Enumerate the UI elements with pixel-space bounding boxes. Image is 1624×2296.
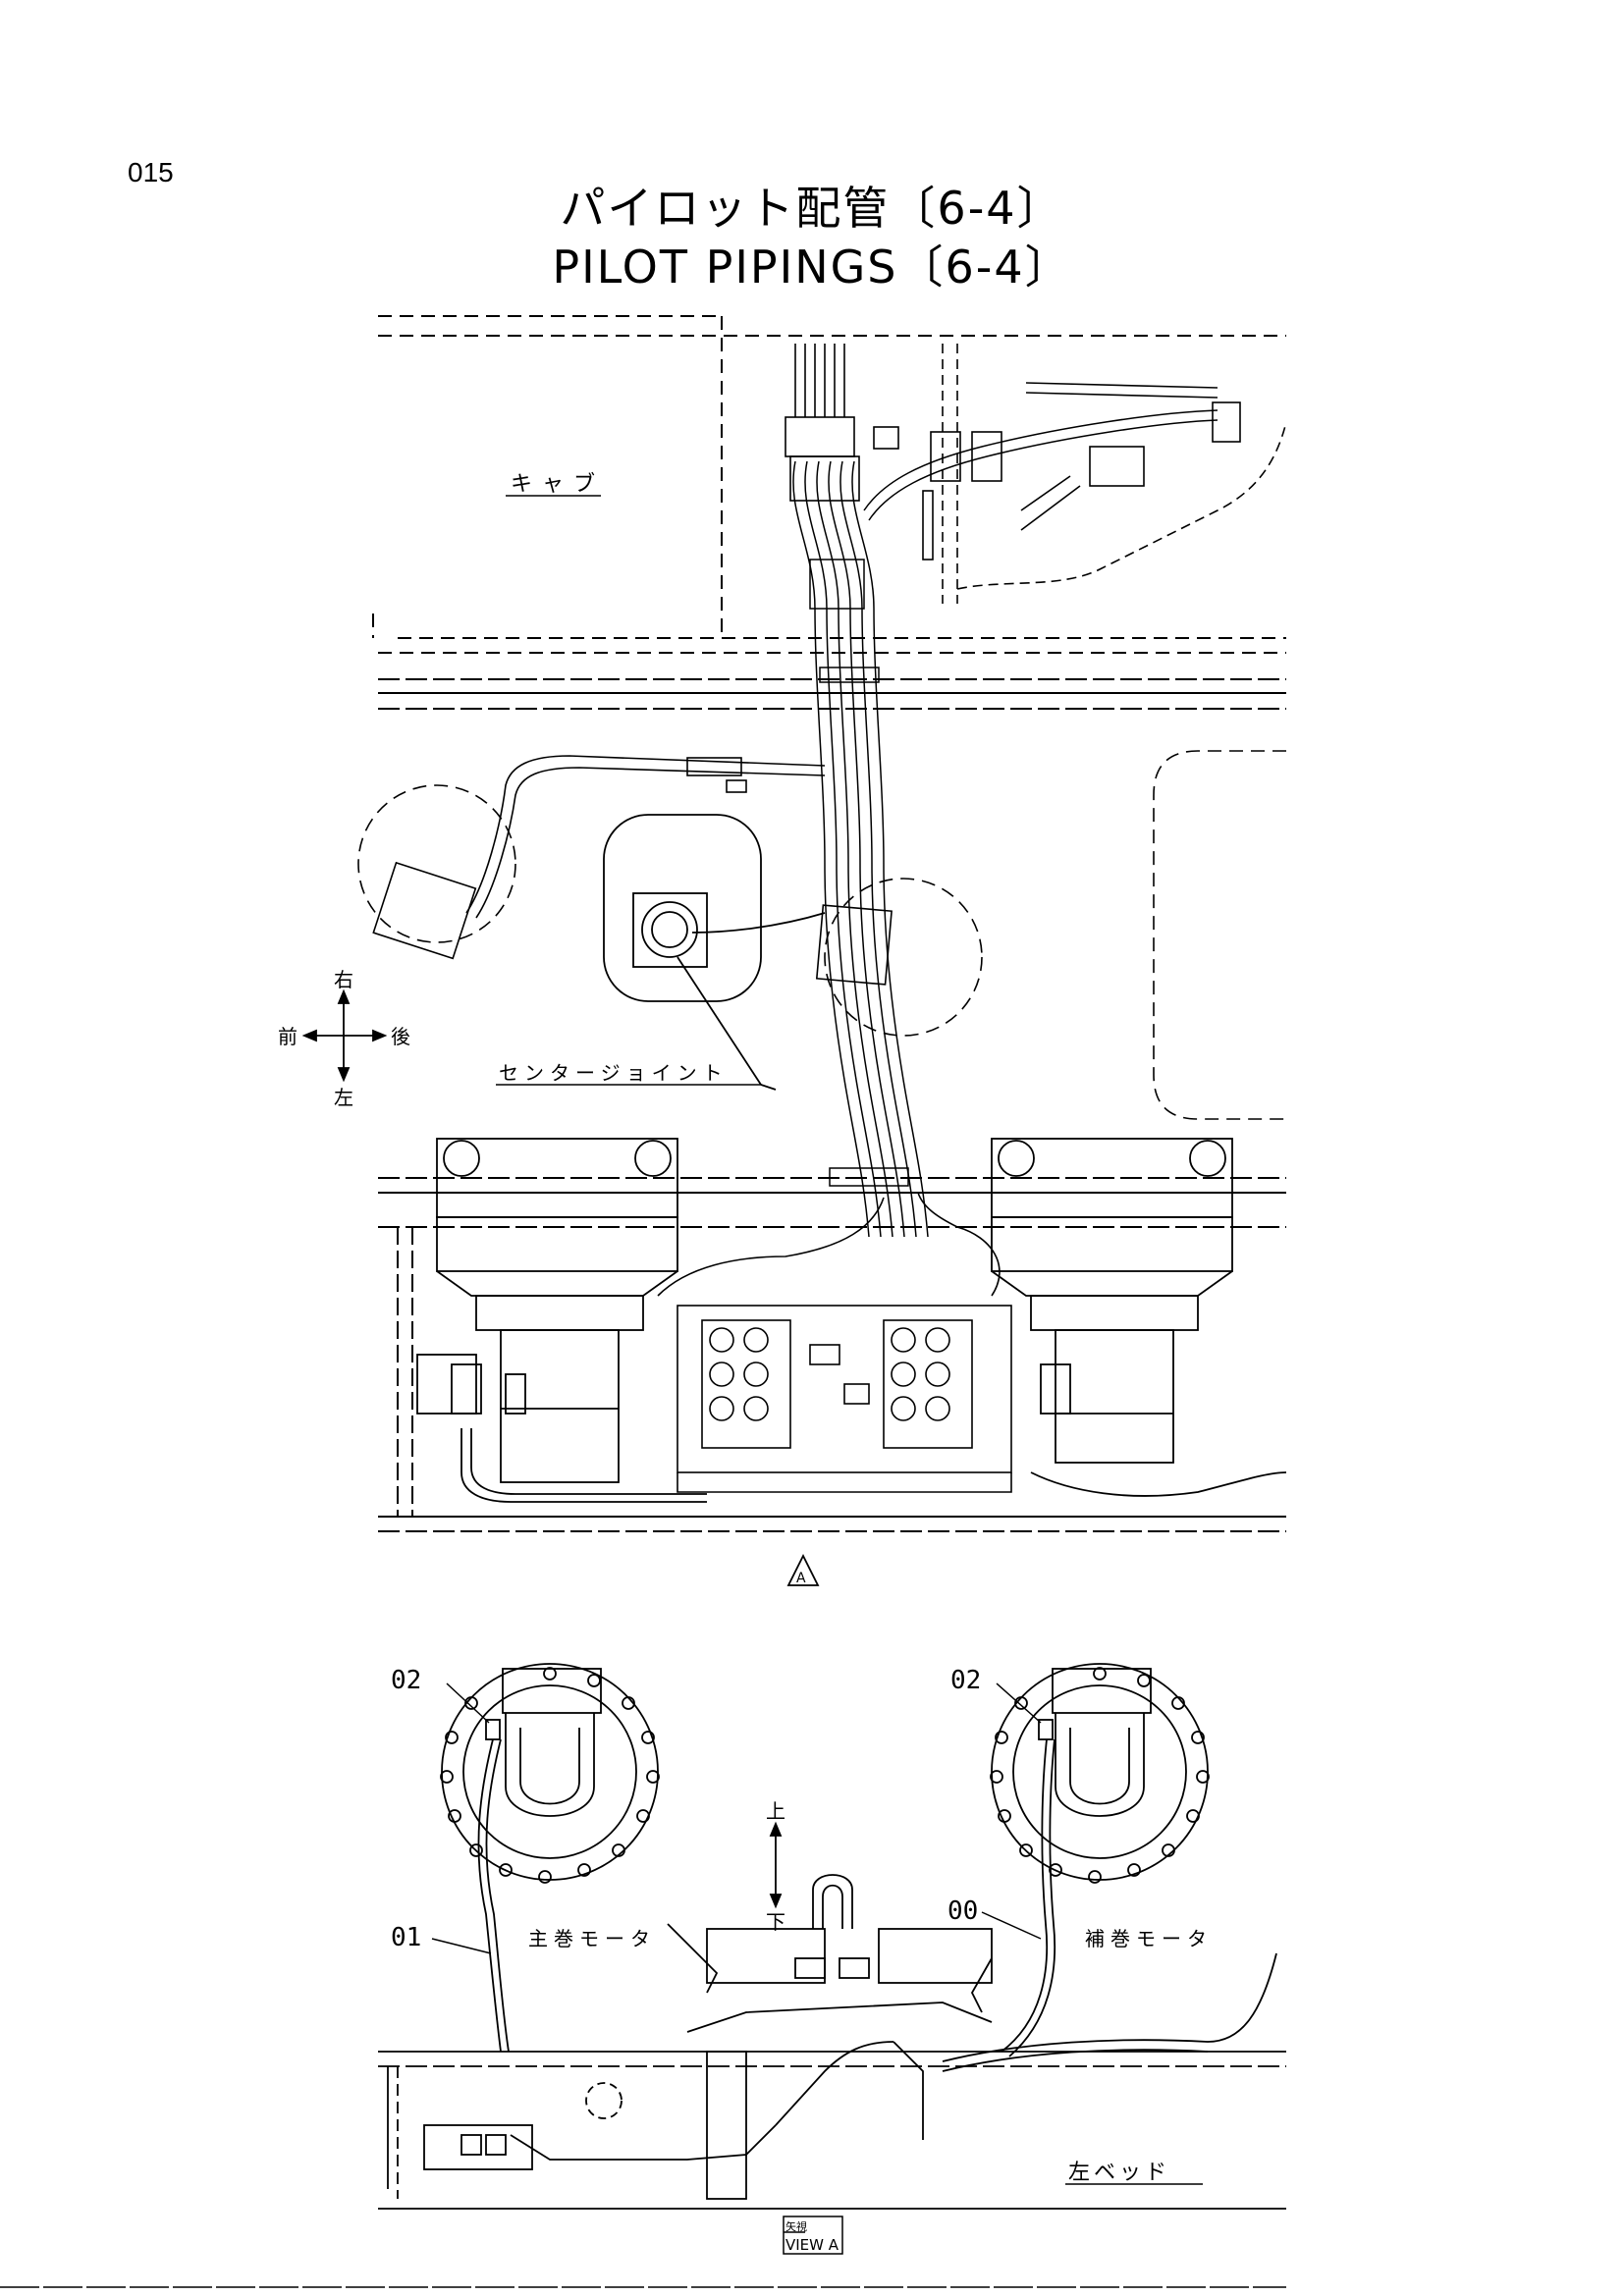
label-center-joint: センタージョイント — [499, 1061, 729, 1085]
view-tag-top: 矢視 — [785, 2219, 807, 2233]
view-a-marker — [786, 1553, 820, 1586]
counterweight-outline — [1153, 750, 1286, 1120]
view-tag-box — [783, 2216, 843, 2255]
main-hoist-motor-view — [440, 1663, 660, 2053]
callout-02-right: 02 — [950, 1666, 981, 1695]
title-english: PILOT PIPINGS〔6-4〕 — [552, 240, 1072, 294]
frame-rails-upper — [378, 678, 1286, 710]
label-up: 上 — [766, 1799, 785, 1823]
aux-hoist-drum-top — [991, 1138, 1287, 1497]
pilot-hose-bundle — [792, 409, 1218, 1238]
main-hoist-drum-top — [416, 1138, 707, 1503]
label-left-bed: 左ベッド — [1068, 2161, 1170, 2185]
label-dir-right: 右 — [334, 968, 353, 991]
label-down: 下 — [766, 1910, 785, 1934]
frame-rails-lower — [378, 1177, 1286, 1532]
bed-frame-view — [378, 1874, 1286, 2210]
left-swing-component — [357, 755, 826, 960]
label-cab: キャブ — [511, 472, 605, 497]
view-marker-letter: A — [796, 1571, 806, 1586]
view-tag-bottom: VIEW A — [785, 2236, 839, 2254]
up-down-arrow — [769, 1821, 783, 1909]
page-number: 015 — [128, 157, 174, 187]
pilot-valve-bank — [785, 344, 1287, 604]
label-dir-front: 前 — [278, 1025, 298, 1048]
label-aux-hoist-motor: 補巻モータ — [1085, 1927, 1213, 1950]
center-joint — [603, 814, 826, 1091]
direction-arrows — [301, 988, 388, 1083]
callout-leaders — [431, 1682, 1042, 1954]
right-swing-component — [815, 878, 983, 1037]
aux-hoist-motor-view — [990, 1663, 1210, 2057]
pilot-valve-manifold — [657, 1192, 1012, 1493]
callout-02-left: 02 — [391, 1666, 421, 1695]
callout-01: 01 — [391, 1923, 421, 1952]
label-main-hoist-motor: 主巻モータ — [528, 1927, 656, 1950]
cab-outline — [372, 315, 1286, 654]
callout-00: 00 — [947, 1896, 978, 1926]
title-japanese: パイロット配管〔6-4〕 — [560, 182, 1064, 235]
label-dir-left: 左 — [334, 1086, 353, 1109]
label-dir-rear: 後 — [391, 1025, 410, 1048]
